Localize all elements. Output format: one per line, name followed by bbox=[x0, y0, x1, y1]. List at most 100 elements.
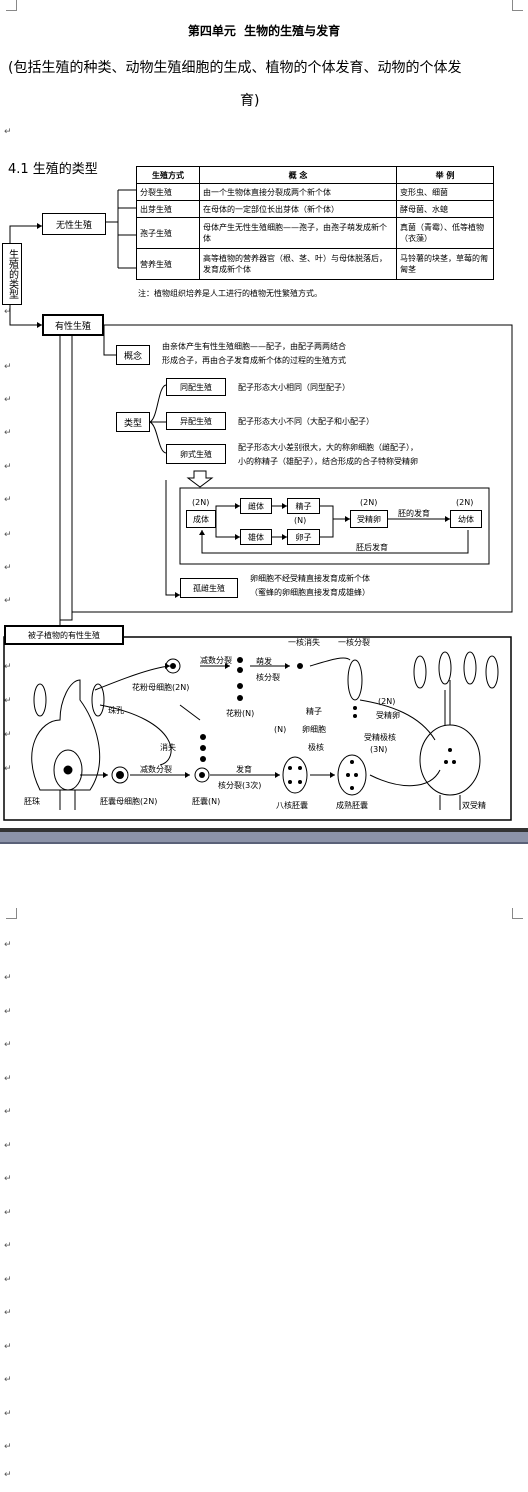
fertilized-polar-label: 受精极核 bbox=[364, 733, 396, 742]
example-cell: 变形虫、细菌 bbox=[396, 183, 494, 201]
pollen-label: 花粉(N) bbox=[226, 709, 255, 718]
isogamy-desc: 配子形态大小相同（同型配子） bbox=[238, 383, 350, 392]
paragraph-mark: ↵ bbox=[4, 530, 12, 540]
asexual-table: 生殖方式 概 念 举 例 分裂生殖 由一个生物体直接分裂成两个新个体 变形虫、细… bbox=[136, 166, 494, 280]
paragraph-mark: ↵ bbox=[4, 940, 12, 950]
paragraph-mark: ↵ bbox=[4, 1007, 12, 1017]
oogamy-desc-line1: 配子形态大小差别很大，大的称卵细胞（雌配子）， bbox=[238, 443, 418, 452]
male-box: 雄体 bbox=[240, 529, 272, 545]
paragraph-mark: ↵ bbox=[4, 495, 12, 505]
paragraph-mark: ↵ bbox=[4, 1141, 12, 1151]
female-box: 雌体 bbox=[240, 498, 272, 514]
flow-2n-label: (2N) bbox=[456, 498, 474, 507]
paragraph-mark: ↵ bbox=[4, 1074, 12, 1084]
paragraph-mark: ↵ bbox=[4, 764, 12, 774]
germinate-label: 萌发 bbox=[256, 657, 272, 666]
concept-cell: 高等植物的营养器官（根、茎、叶）与母体脱落后，发育成新个体 bbox=[199, 248, 397, 280]
section-heading: 4.1 生殖的类型 bbox=[8, 162, 98, 177]
diagram-lines bbox=[3, 189, 513, 821]
nuclear-division-3-label: 核分裂(3次) bbox=[218, 781, 262, 790]
example-cell: 真菌（青霉）、低等植物（衣藻） bbox=[396, 217, 494, 249]
paragraph-mark: ↵ bbox=[4, 730, 12, 740]
paragraph-mark: ↵ bbox=[4, 1174, 12, 1184]
paragraph-mark: ↵ bbox=[4, 307, 12, 317]
anisogamy-desc: 配子形态大小不同（大配子和小配子） bbox=[238, 417, 374, 426]
table-header-row: 生殖方式 概 念 举 例 bbox=[136, 166, 494, 184]
nuclear-division-label: 核分裂 bbox=[256, 673, 280, 682]
sperm-box: 精子 bbox=[287, 498, 320, 514]
sexual-label: 有性生殖 bbox=[42, 314, 104, 336]
paragraph-mark: ↵ bbox=[4, 1442, 12, 1452]
concept-cell: 母体产生无性生殖细胞——孢子，由孢子萌发成新个体 bbox=[199, 217, 397, 249]
corner-mark bbox=[512, 908, 523, 919]
oogamy-box: 卵式生殖 bbox=[166, 444, 226, 464]
oogamy-desc-line2: 小的称精子（雄配子），结合形成的合子特称受精卵 bbox=[238, 457, 418, 466]
egg-box: 卵子 bbox=[287, 529, 320, 545]
paragraph-mark: ↵ bbox=[4, 1375, 12, 1385]
juvenile-box: 幼体 bbox=[450, 510, 482, 528]
isogamy-box: 同配生殖 bbox=[166, 378, 226, 396]
method-cell: 出芽生殖 bbox=[136, 200, 200, 218]
eight-nucleus-sac-label: 八核胚囊 bbox=[276, 801, 308, 810]
asexual-label: 无性生殖 bbox=[42, 213, 106, 235]
embryo-sac-label: 胚囊(N) bbox=[192, 797, 221, 806]
paragraph-mark: ↵ bbox=[4, 973, 12, 983]
table-row: 营养生殖 高等植物的营养器官（根、茎、叶）与母体脱落后，发育成新个体 马铃薯的块… bbox=[136, 248, 494, 280]
table-header: 生殖方式 bbox=[136, 166, 200, 184]
meiosis-bottom-label: 减数分裂 bbox=[140, 765, 172, 774]
method-cell: 孢子生殖 bbox=[136, 217, 200, 249]
micropyle-label: 珠孔 bbox=[108, 706, 124, 715]
fertilized-egg-label: 受精卵 bbox=[376, 711, 400, 720]
method-cell: 分裂生殖 bbox=[136, 183, 200, 201]
double-fertilization-label: 双受精 bbox=[462, 801, 486, 810]
page-gap bbox=[0, 832, 528, 842]
angiosperm-label: 被子植物的有性生殖 bbox=[4, 625, 124, 645]
paragraph-mark: ↵ bbox=[4, 596, 12, 606]
table-row: 出芽生殖 在母体的一定部位长出芽体（新个体） 酵母菌、水螅 bbox=[136, 200, 494, 218]
table-header: 概 念 bbox=[199, 166, 397, 184]
paragraph-mark: ↵ bbox=[4, 1107, 12, 1117]
adult-box: 成体 bbox=[186, 510, 216, 528]
paragraph-mark: ↵ bbox=[4, 362, 12, 372]
paragraph-mark: ↵ bbox=[4, 462, 12, 472]
meiosis-top-label: 减数分裂 bbox=[200, 656, 232, 665]
page-title: 第四单元 生物的生殖与发育 bbox=[187, 24, 341, 38]
method-cell: 营养生殖 bbox=[136, 248, 200, 280]
anisogamy-box: 异配生殖 bbox=[166, 412, 226, 430]
subtitle-line2: 育) bbox=[240, 93, 260, 109]
paragraph-mark: ↵ bbox=[4, 1275, 12, 1285]
asexual-note: 注：植物组织培养是人工进行的植物无性繁殖方式。 bbox=[138, 289, 322, 298]
page-gap-edge bbox=[0, 842, 528, 844]
parthenogenesis-box: 孤雌生殖 bbox=[180, 578, 238, 598]
one-nucleus-divide-label: 一核分裂 bbox=[338, 638, 370, 647]
concept-line2: 形成合子，再由合子发育成新个体的过程的生殖方式 bbox=[162, 356, 346, 365]
example-cell: 酵母菌、水螅 bbox=[396, 200, 494, 218]
sperm-label: 精子 bbox=[306, 707, 322, 716]
pollen-mother-cell-label: 花粉母细胞(2N) bbox=[132, 683, 190, 692]
paragraph-mark: ↵ bbox=[4, 428, 12, 438]
fertilized-egg-2n-label: (2N) bbox=[378, 697, 396, 706]
mature-sac-label: 成熟胚囊 bbox=[336, 801, 368, 810]
types-label: 类型 bbox=[116, 412, 150, 432]
parthenogenesis-line2: （蜜蜂的卵细胞直接发育成雄蜂） bbox=[250, 588, 370, 597]
table-row: 分裂生殖 由一个生物体直接分裂成两个新个体 变形虫、细菌 bbox=[136, 183, 494, 201]
paragraph-mark: ↵ bbox=[4, 696, 12, 706]
concept-label: 概念 bbox=[116, 345, 150, 365]
table-header: 举 例 bbox=[396, 166, 494, 184]
table-row: 孢子生殖 母体产生无性生殖细胞——孢子，由孢子萌发成新个体 真菌（青霉）、低等植… bbox=[136, 217, 494, 249]
post-embryonic-label: 胚后发育 bbox=[356, 543, 388, 552]
one-nucleus-vanish-label: 一核消失 bbox=[288, 638, 320, 647]
fertilized-polar-3n-label: (3N) bbox=[370, 745, 388, 754]
paragraph-mark: ↵ bbox=[4, 662, 12, 672]
ovule-label: 胚珠 bbox=[24, 797, 40, 806]
paragraph-mark: ↵ bbox=[4, 1342, 12, 1352]
egg-cell-label: 卵细胞 bbox=[302, 725, 326, 734]
paragraph-mark: ↵ bbox=[4, 395, 12, 405]
paragraph-mark: ↵ bbox=[4, 1040, 12, 1050]
concept-cell: 在母体的一定部位长出芽体（新个体） bbox=[199, 200, 397, 218]
paragraph-mark: ↵ bbox=[4, 1409, 12, 1419]
corner-mark bbox=[6, 0, 17, 11]
paragraph-mark: ↵ bbox=[4, 1208, 12, 1218]
corner-mark bbox=[6, 908, 17, 919]
concept-cell: 由一个生物体直接分裂成两个新个体 bbox=[199, 183, 397, 201]
